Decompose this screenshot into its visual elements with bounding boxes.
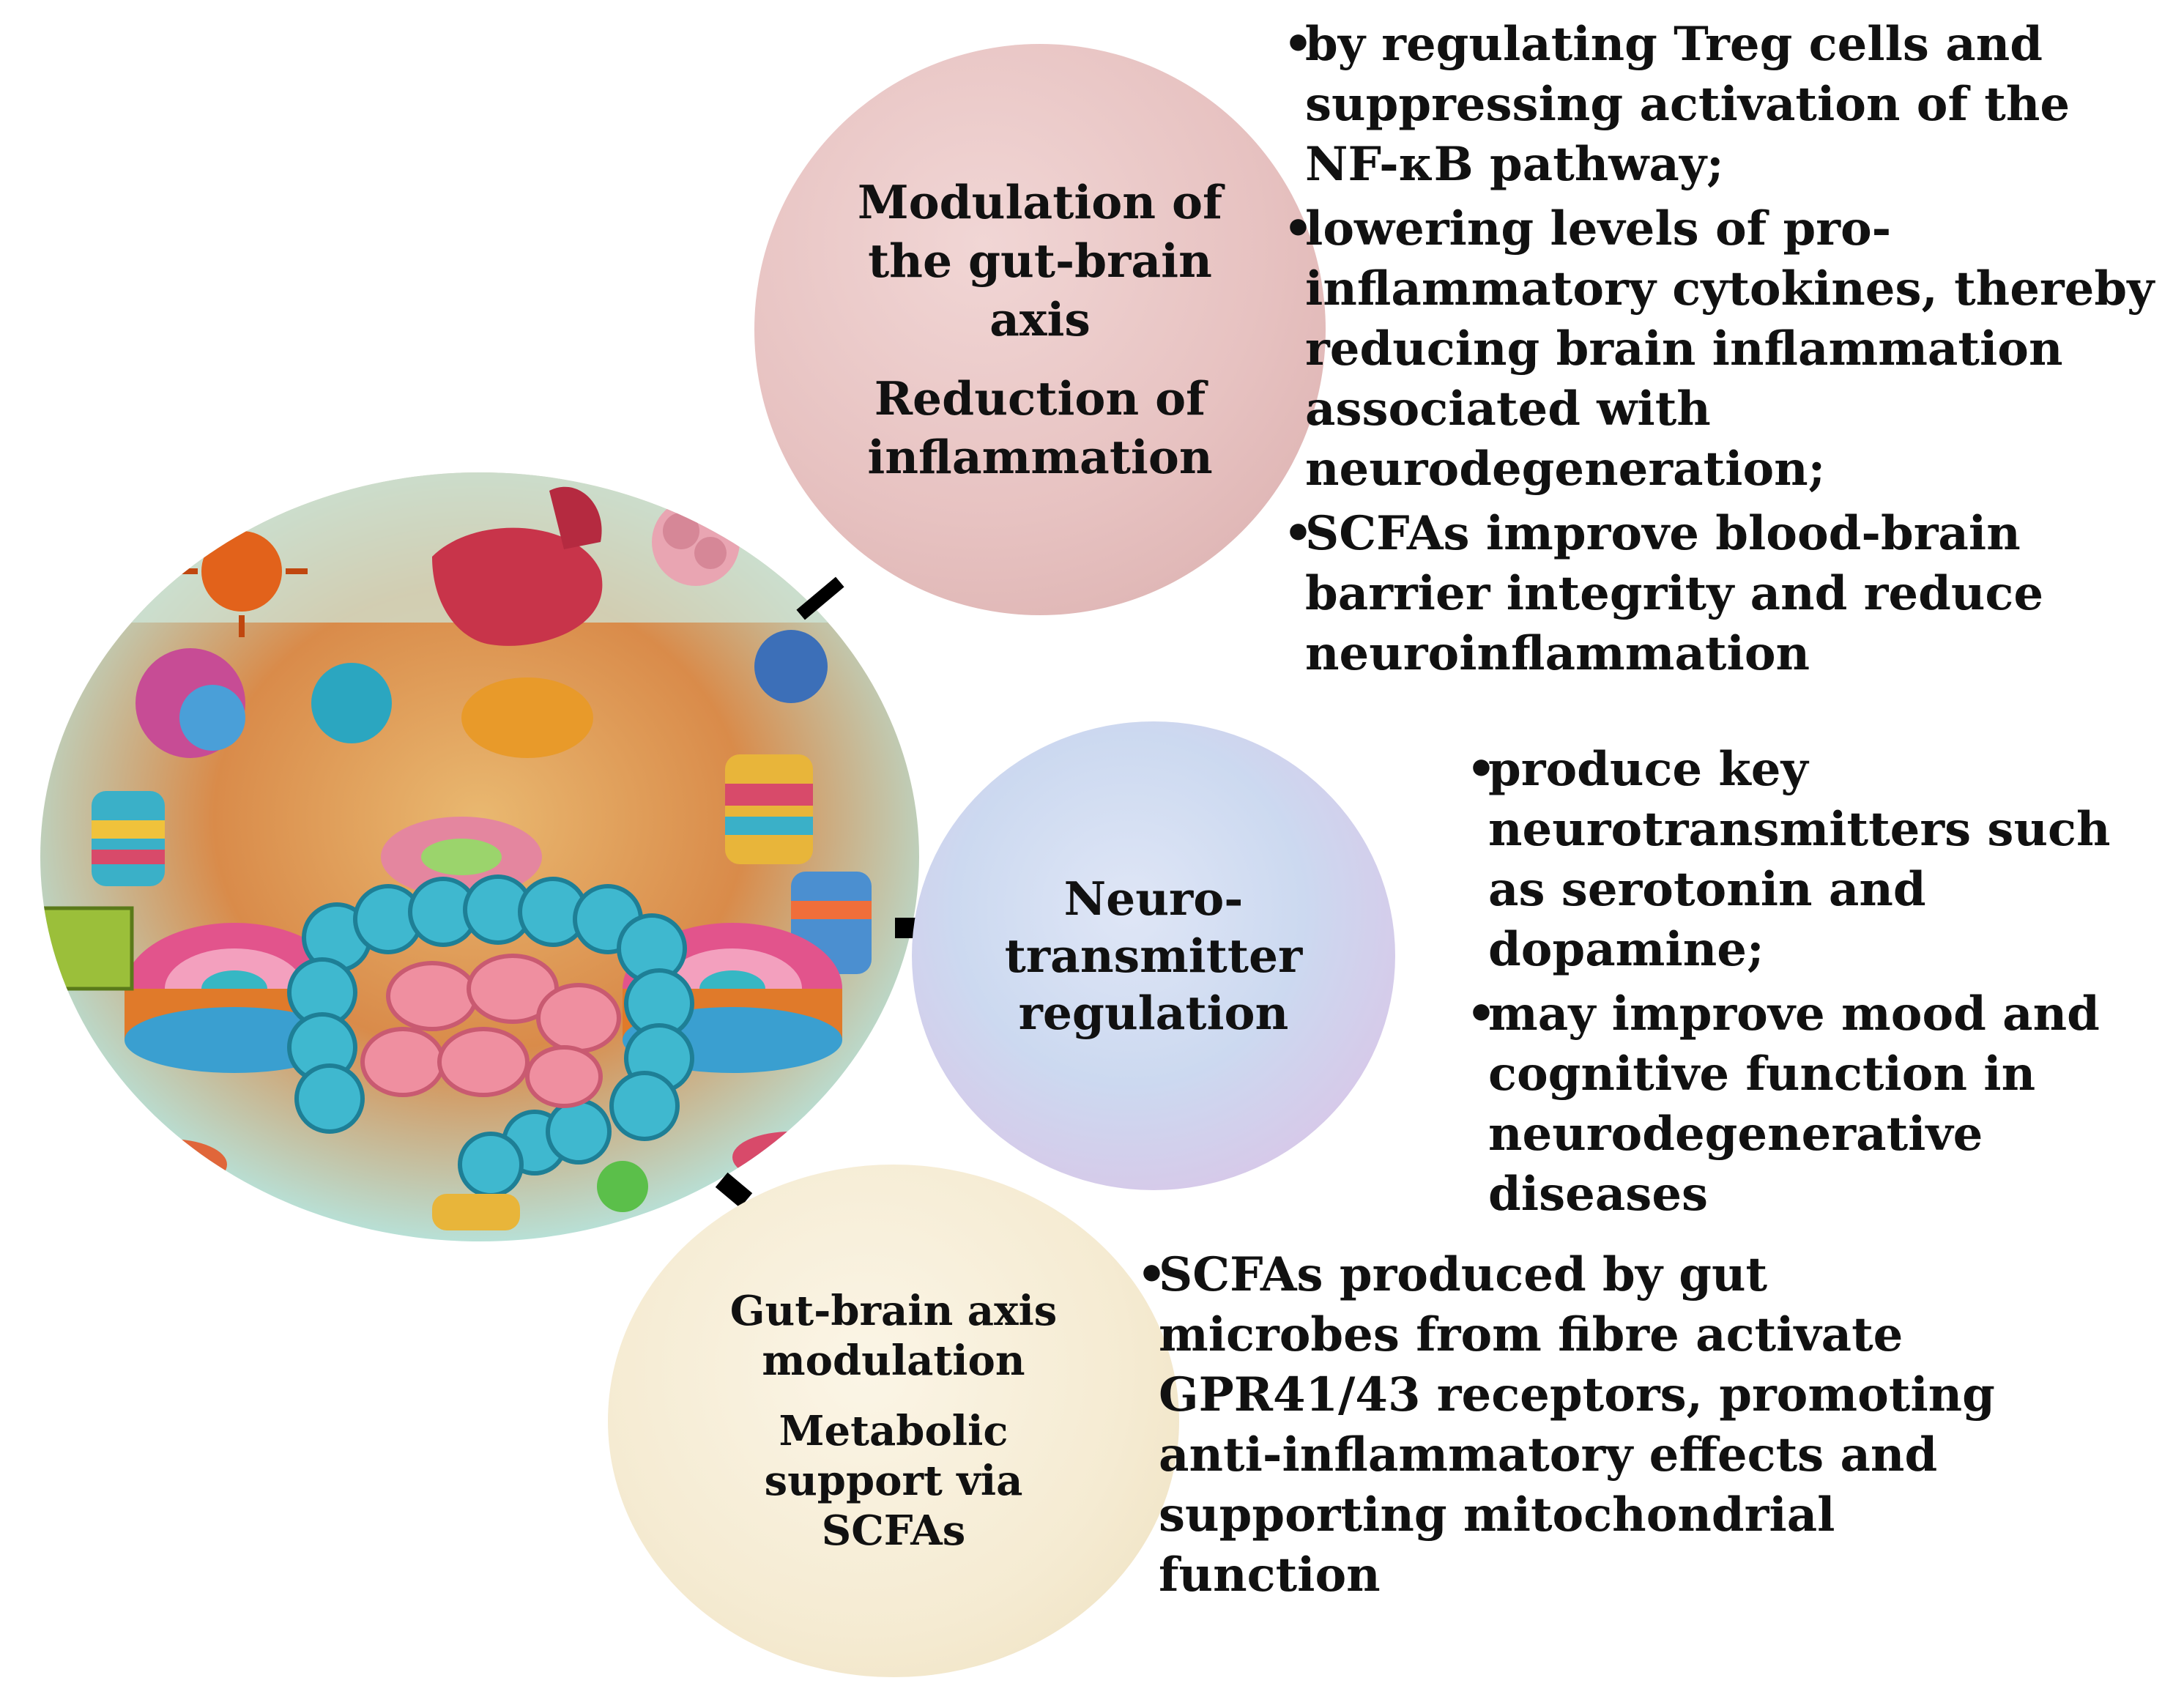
circle-title-neurotransmitter: Neuro- transmitter regulation <box>1005 870 1302 1041</box>
title-line: Reduction of <box>874 371 1206 426</box>
circle-gut-brain-inflammation: Modulation of the gut-brain axis Reducti… <box>754 44 1326 615</box>
bullet-item: produce key neurotransmitters such as se… <box>1466 740 2177 980</box>
bullet-item: SCFAs improve blood-brain barrier integr… <box>1283 504 2162 684</box>
circle-metabolic-support: Gut-brain axis modulation Metabolic supp… <box>608 1165 1179 1677</box>
title-line: inflammation <box>867 430 1213 484</box>
bullet-item: SCFAs produced by gut microbes from fibr… <box>1137 1245 2016 1605</box>
title-line: axis <box>989 292 1091 346</box>
bullet-item: by regulating Treg cells and suppressing… <box>1283 15 2162 195</box>
title-line: Metabolic <box>779 1407 1009 1455</box>
gut-microbiome-illustration-icon <box>40 472 919 1241</box>
title-line: modulation <box>762 1337 1025 1385</box>
circle-title-gut-brain-axis: Modulation of the gut-brain axis <box>858 173 1222 349</box>
title-line: SCFAs <box>821 1507 966 1555</box>
title-line: transmitter <box>1004 929 1303 983</box>
circle-title-metabolic-support: Metabolic support via SCFAs <box>765 1406 1023 1556</box>
bullet-list-inflammation: by regulating Treg cells and suppressing… <box>1283 15 2162 688</box>
circle-title-gut-brain-modulation: Gut-brain axis modulation <box>730 1286 1058 1386</box>
title-line: the gut-brain <box>868 234 1212 288</box>
circle-title-reduction-inflammation: Reduction of inflammation <box>867 369 1212 486</box>
bullet-item: lowering levels of pro-inflammatory cyto… <box>1283 199 2162 500</box>
title-line: Neuro- <box>1063 872 1244 926</box>
bullet-item: may improve mood and cognitive function … <box>1466 984 2177 1225</box>
title-line: support via <box>764 1457 1023 1505</box>
circle-neurotransmitter-regulation: Neuro- transmitter regulation <box>912 721 1395 1190</box>
title-line: Gut-brain axis <box>729 1287 1058 1335</box>
bullet-list-neurotransmitter: produce key neurotransmitters such as se… <box>1466 740 2177 1229</box>
title-line: Modulation of <box>857 175 1223 229</box>
bullet-list-metabolic: SCFAs produced by gut microbes from fibr… <box>1137 1245 2016 1610</box>
title-line: regulation <box>1018 986 1289 1040</box>
